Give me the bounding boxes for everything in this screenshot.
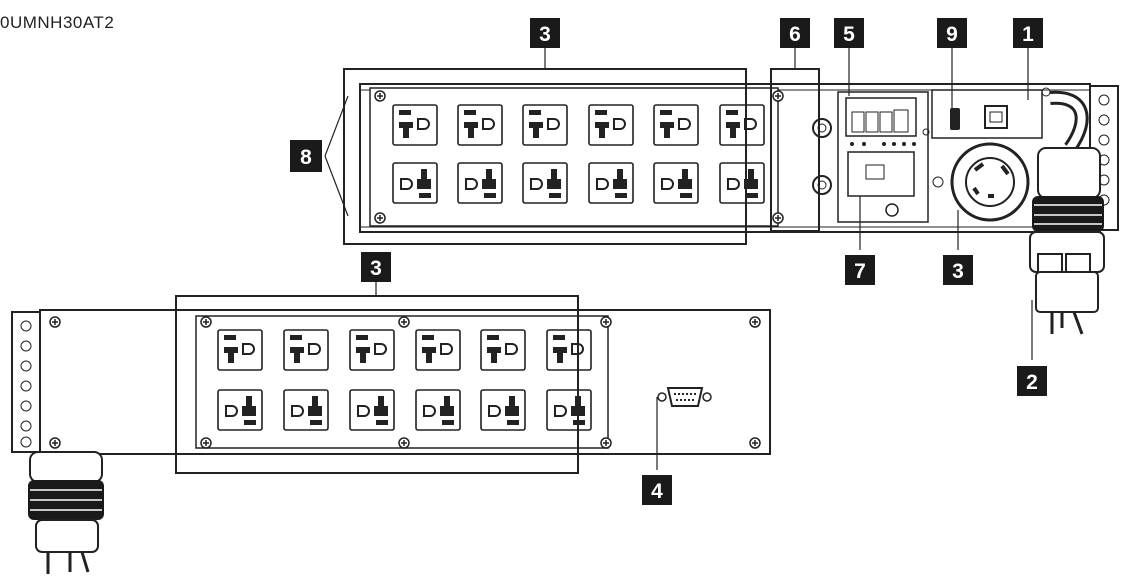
svg-text:4: 4 — [651, 480, 663, 503]
bottom-pdu-unit — [11, 309, 771, 574]
bottom-plug — [28, 451, 104, 574]
callout-6: 6 — [780, 18, 810, 48]
bottom-outlet-panel — [195, 315, 609, 449]
top-fuse-2 — [812, 175, 832, 195]
callout-2: 2 — [1017, 366, 1047, 396]
svg-text:5: 5 — [843, 23, 855, 46]
svg-text:2: 2 — [1026, 371, 1038, 394]
serial-port — [657, 387, 712, 407]
svg-text:3: 3 — [952, 260, 964, 283]
callout-4: 4 — [642, 475, 672, 505]
callout-8: 8 — [290, 140, 322, 172]
svg-text:3: 3 — [539, 23, 551, 46]
top-fuse-1 — [812, 118, 832, 138]
bottom-rack-ear-left — [11, 311, 41, 453]
callout-1: 1 — [1013, 18, 1043, 48]
leader-lines — [324, 48, 1033, 470]
top-outlet-panel — [369, 87, 779, 227]
callout-7: 7 — [845, 255, 875, 285]
model-number: 0UMNH30AT2 — [0, 13, 115, 32]
callout-3-mid: 3 — [943, 255, 973, 285]
svg-text:3: 3 — [370, 257, 382, 280]
outline-box-outlets-bottom — [175, 295, 579, 474]
callout-9: 9 — [937, 18, 967, 48]
svg-text:6: 6 — [789, 23, 801, 46]
svg-text:9: 9 — [946, 23, 958, 46]
top-pdu-unit — [359, 83, 1119, 335]
usb-port — [950, 108, 960, 130]
callout-3-top: 3 — [530, 18, 560, 48]
input-plug — [1029, 147, 1105, 335]
svg-text:7: 7 — [854, 260, 866, 283]
svg-text:1: 1 — [1022, 23, 1034, 46]
callout-5: 5 — [834, 18, 864, 48]
callout-3-bottom: 3 — [361, 252, 391, 282]
svg-text:8: 8 — [300, 146, 312, 169]
